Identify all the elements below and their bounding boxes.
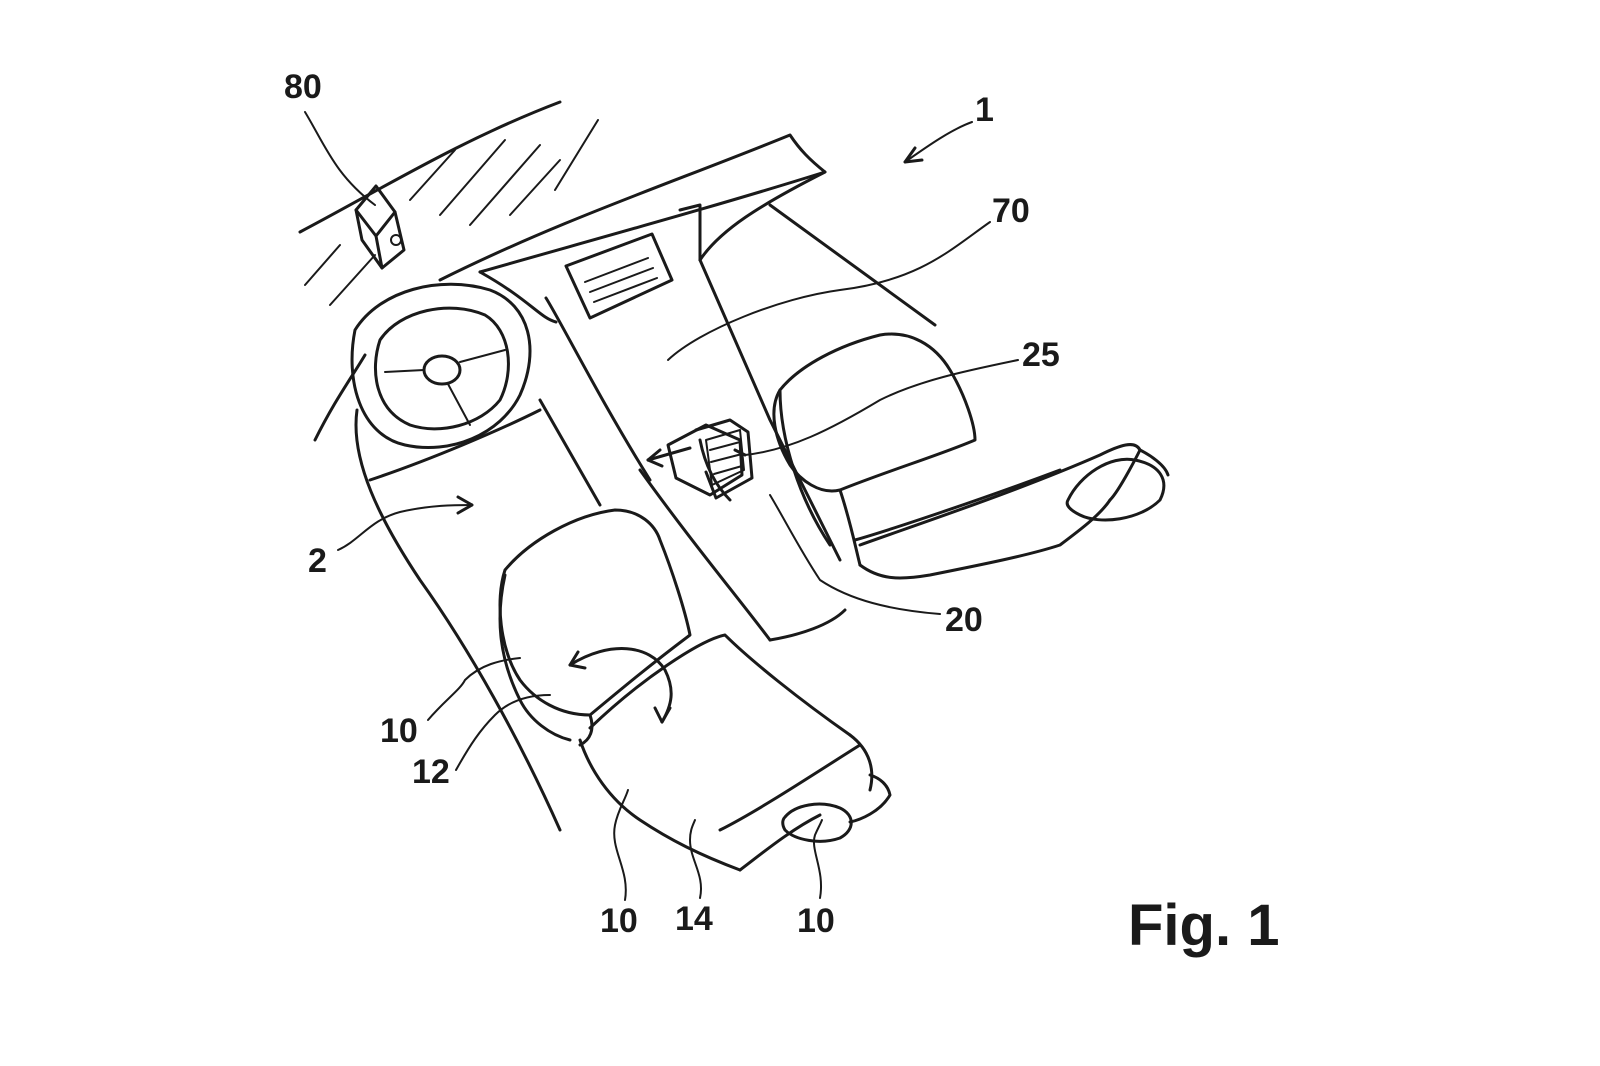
ref-12: 12 bbox=[412, 694, 551, 791]
figure-caption: Fig. 1 bbox=[1128, 893, 1279, 958]
control-element bbox=[646, 418, 754, 500]
ref-25-label: 25 bbox=[1022, 336, 1060, 374]
ref-20: 20 bbox=[769, 494, 983, 639]
ref-10-upper-label: 10 bbox=[380, 712, 418, 750]
ref-14: 14 bbox=[675, 819, 713, 938]
ref-10-bottom-right-label: 10 bbox=[797, 902, 835, 940]
ref-20-label: 20 bbox=[945, 601, 983, 639]
ref-2: 2 bbox=[308, 495, 474, 580]
ref-80: 80 bbox=[284, 68, 376, 206]
ref-2-label: 2 bbox=[308, 542, 327, 580]
passenger-seat bbox=[772, 332, 1170, 580]
infotainment-screen bbox=[564, 232, 674, 320]
ref-1-label: 1 bbox=[975, 91, 994, 129]
ref-70: 70 bbox=[667, 192, 1030, 361]
ref-1: 1 bbox=[903, 91, 994, 164]
dashboard bbox=[438, 133, 937, 562]
ref-25: 25 bbox=[744, 336, 1060, 456]
steering-wheel bbox=[350, 282, 532, 450]
windshield bbox=[298, 100, 599, 306]
driver-seat bbox=[498, 508, 892, 872]
ref-14-label: 14 bbox=[675, 900, 713, 938]
ref-10-bottom-right: 10 bbox=[797, 819, 835, 940]
ref-12-label: 12 bbox=[412, 753, 450, 791]
rotation-arrow bbox=[568, 647, 673, 724]
vehicle-body-left bbox=[313, 296, 652, 832]
ref-10-bottom-left-label: 10 bbox=[600, 902, 638, 940]
ref-10-bottom-left: 10 bbox=[600, 789, 638, 940]
ref-10-upper: 10 bbox=[380, 657, 521, 750]
camera-unit bbox=[354, 184, 406, 270]
ref-80-label: 80 bbox=[284, 68, 322, 106]
ref-70-label: 70 bbox=[992, 192, 1030, 230]
